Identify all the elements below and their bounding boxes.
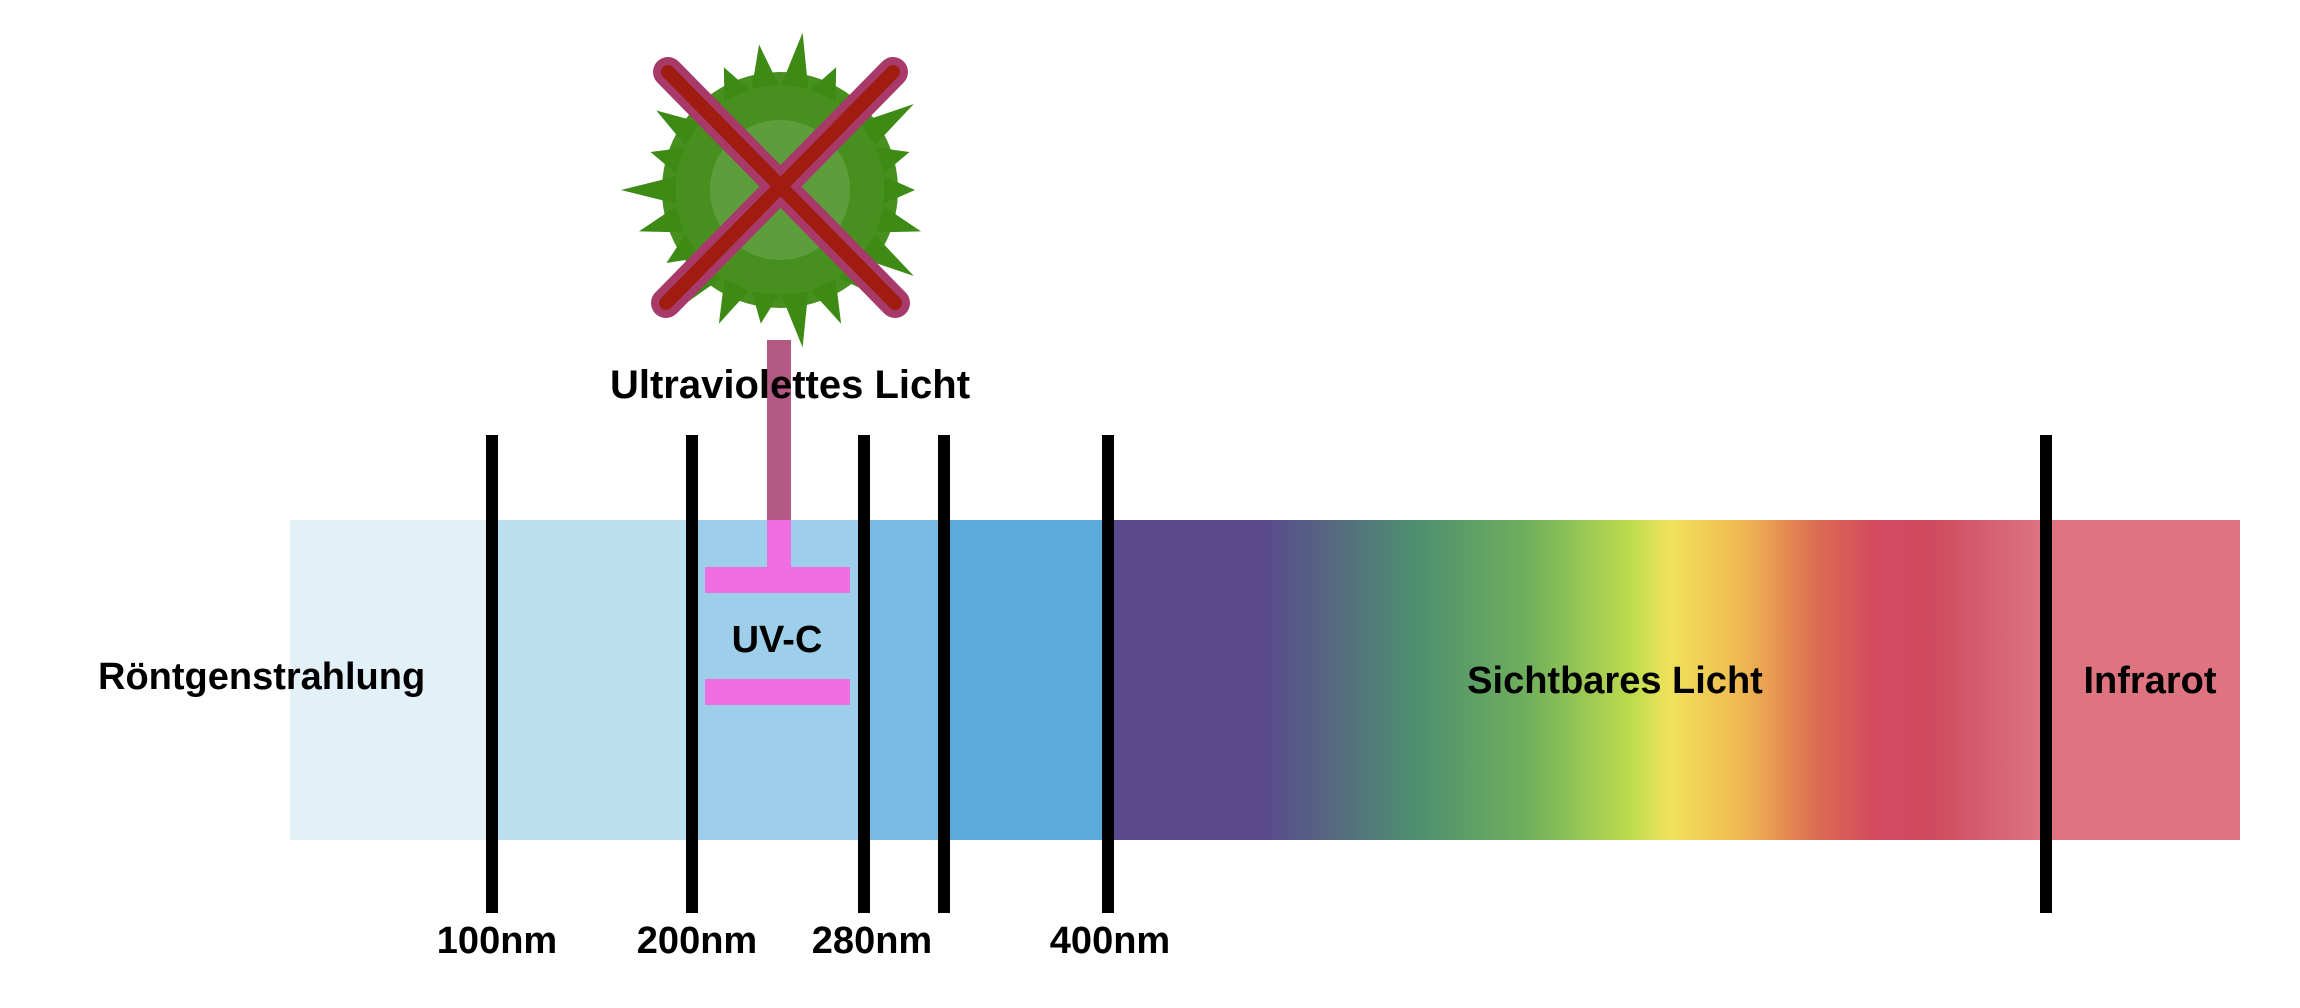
separator-infrared: [2040, 435, 2052, 913]
germ-spike: [876, 206, 921, 233]
germ-spike: [781, 32, 809, 89]
germ-spike: [621, 176, 676, 204]
infrared-label: Infrarot: [2084, 660, 2217, 702]
infrared-band: [2044, 520, 2240, 840]
germ-spike: [884, 176, 915, 204]
germ-spike: [751, 44, 779, 89]
uv-band-315-400: [942, 520, 1106, 840]
uvc-bracket-top: [705, 567, 850, 593]
separator-315nm: [938, 435, 950, 913]
uvc-label: UV-C: [732, 619, 823, 661]
germ-spike: [781, 291, 809, 348]
germ-spike: [810, 67, 837, 101]
germ-spike: [650, 147, 684, 174]
uv-band-280-315: [862, 520, 942, 840]
germ-spike: [860, 104, 914, 146]
uvc-stem: [767, 340, 791, 520]
germ-spike: [876, 147, 910, 174]
germ-spike: [810, 279, 842, 324]
tick-label-400nm: 400nm: [1050, 920, 1170, 962]
germ-spike: [860, 234, 914, 276]
separator-200nm: [686, 435, 698, 913]
germ-spike: [718, 279, 750, 324]
tick-label-100nm: 100nm: [437, 920, 557, 962]
uvc-stem-lower: [767, 520, 791, 570]
uvc-bracket-bottom: [705, 679, 850, 705]
tick-label-280nm: 280nm: [812, 920, 932, 962]
germ-spike: [656, 110, 700, 146]
uv-heading: Ultraviolettes Licht: [610, 363, 970, 407]
separator-100nm: [486, 435, 498, 913]
germ-spike: [751, 291, 779, 324]
visible-band: [1106, 520, 2044, 840]
xray-band: [290, 520, 490, 840]
separator-280nm: [858, 435, 870, 913]
visible-label: Sichtbares Licht: [1467, 660, 1763, 702]
crossed-out-icon: [651, 57, 910, 318]
uv-band-100-200: [490, 520, 690, 840]
germ-spike: [639, 206, 684, 233]
separator-400nm: [1102, 435, 1114, 913]
germ-spike: [723, 67, 750, 101]
tick-label-200nm: 200nm: [637, 920, 757, 962]
xray-label: Röntgenstrahlung: [98, 656, 425, 698]
